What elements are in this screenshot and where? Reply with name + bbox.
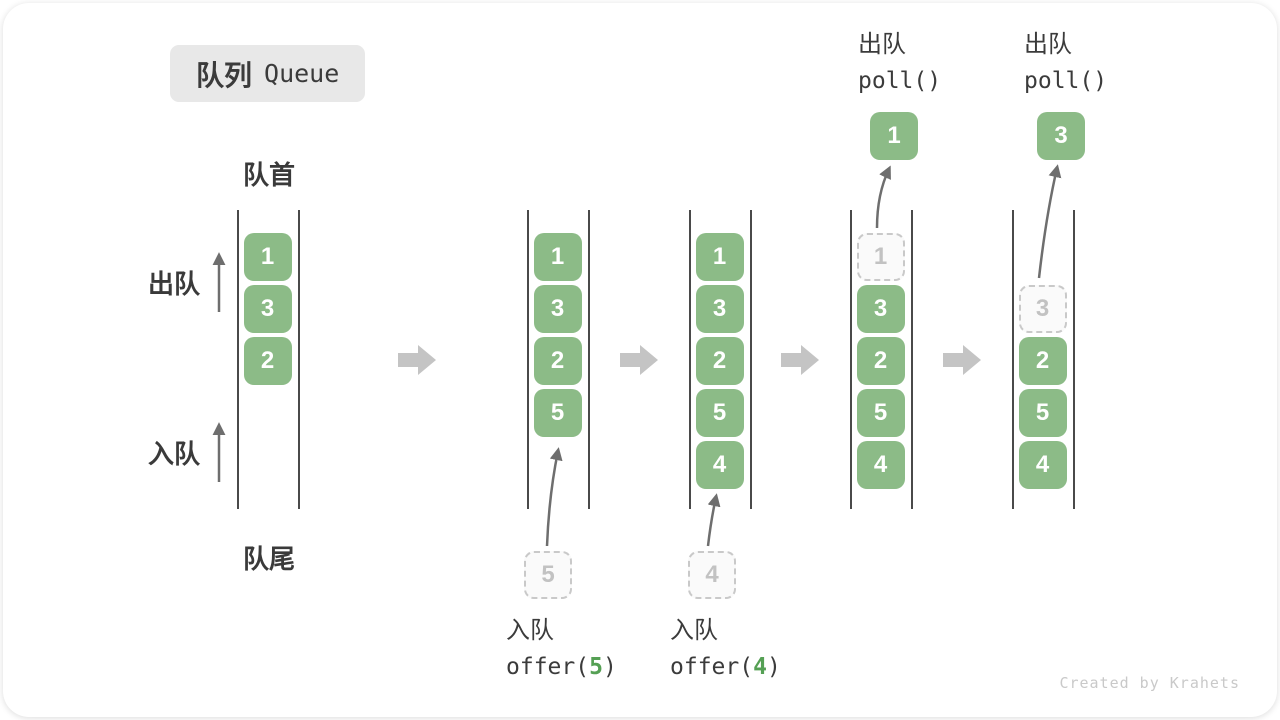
op-caption-enqueue-5: 入队 offer(5) bbox=[506, 614, 617, 686]
op-caption-poll-3: 出队 poll() bbox=[1024, 28, 1107, 100]
queue-cell: 2 bbox=[856, 337, 905, 385]
queue-cell: 3 bbox=[533, 285, 582, 333]
queue-wall-right bbox=[1073, 210, 1075, 509]
op-code-label: poll() bbox=[1024, 68, 1108, 94]
op-caption-enqueue-4: 入队 offer(4) bbox=[670, 614, 781, 686]
title-en: Queue bbox=[264, 59, 340, 88]
poll-3-arrow-icon bbox=[1037, 164, 1062, 279]
op-code-label: poll() bbox=[858, 68, 942, 94]
queue-wall-right bbox=[911, 210, 913, 509]
step-arrow-icon bbox=[620, 345, 658, 375]
op-action-label: 出队 bbox=[858, 31, 906, 58]
polled-value-box: 1 bbox=[870, 112, 918, 160]
queue-cell: 3 bbox=[856, 285, 905, 333]
queue-wall-left bbox=[237, 210, 239, 509]
poll-1-arrow-icon bbox=[875, 165, 891, 229]
queue-cell: 4 bbox=[856, 441, 905, 489]
queue-cell: 1 bbox=[695, 233, 744, 281]
watermark: Created by Krahets bbox=[1059, 674, 1240, 692]
label-dequeue-side: 出队 bbox=[148, 269, 201, 299]
queue-wall-left bbox=[689, 210, 691, 509]
op-action-label: 入队 bbox=[670, 617, 718, 644]
title-zh: 队列 bbox=[196, 59, 253, 91]
queue-wall-left bbox=[850, 210, 852, 509]
polled-value-box: 3 bbox=[1037, 112, 1085, 160]
queue-cell: 4 bbox=[695, 441, 744, 489]
queue-cell: 1 bbox=[533, 233, 582, 281]
op-caption-poll-1: 出队 poll() bbox=[858, 28, 941, 100]
op-action-label: 出队 bbox=[1024, 31, 1072, 58]
queue-cell: 5 bbox=[533, 389, 582, 437]
queue-wall-left bbox=[1012, 210, 1014, 509]
queue-cell: 3 bbox=[243, 285, 292, 333]
queue-cell: 2 bbox=[695, 337, 744, 385]
step-arrow-icon bbox=[943, 345, 981, 375]
op-code-label: offer(5) bbox=[506, 654, 617, 680]
queue-cell: 5 bbox=[856, 389, 905, 437]
title-badge: 队列 Queue bbox=[170, 45, 366, 102]
queue-cell: 2 bbox=[1018, 337, 1067, 385]
queue-cell-removed: 1 bbox=[856, 233, 905, 281]
queue-cell: 2 bbox=[243, 337, 292, 385]
queue-cell-removed: 3 bbox=[1018, 285, 1067, 333]
incoming-value-box: 5 bbox=[524, 551, 572, 599]
label-queue-rear: 队尾 bbox=[243, 544, 296, 574]
label-queue-front: 队首 bbox=[243, 160, 296, 190]
step-arrow-icon bbox=[781, 345, 819, 375]
op-code-label: offer(4) bbox=[670, 654, 781, 680]
label-enqueue-side: 入队 bbox=[148, 439, 201, 469]
enqueue-5-arrow-icon bbox=[545, 447, 563, 547]
op-action-label: 入队 bbox=[506, 617, 554, 644]
queue-cell: 4 bbox=[1018, 441, 1067, 489]
queue-wall-left bbox=[527, 210, 529, 509]
enqueue-4-arrow-icon bbox=[706, 493, 721, 547]
queue-cell: 5 bbox=[695, 389, 744, 437]
queue-wall-right bbox=[750, 210, 752, 509]
queue-cell: 3 bbox=[695, 285, 744, 333]
step-arrow-icon bbox=[398, 345, 436, 375]
queue-cell: 5 bbox=[1018, 389, 1067, 437]
queue-cell: 2 bbox=[533, 337, 582, 385]
queue-wall-right bbox=[588, 210, 590, 509]
queue-wall-right bbox=[298, 210, 300, 509]
incoming-value-box: 4 bbox=[688, 551, 736, 599]
queue-cell: 1 bbox=[243, 233, 292, 281]
